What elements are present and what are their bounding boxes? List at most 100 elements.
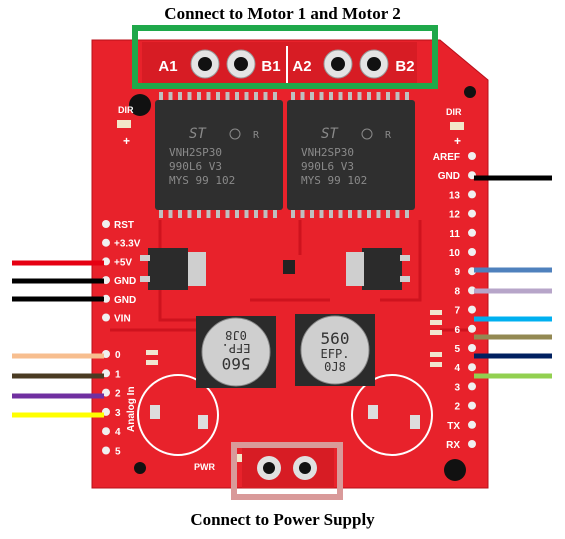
chip-text-line1: VNH2SP30 <box>169 146 222 159</box>
chip-pin <box>159 92 163 100</box>
motor-terminal-label: A1 <box>158 58 177 75</box>
right-header-label: 6 <box>454 325 460 336</box>
chip-pin <box>273 210 277 218</box>
chip-pin <box>254 92 258 100</box>
chip-pin <box>225 210 230 218</box>
analog-label: 2 <box>115 389 121 400</box>
chip-pin <box>206 92 211 100</box>
header-pin-right <box>468 382 476 391</box>
analog-label: 0 <box>115 350 121 361</box>
chip-pin <box>357 92 362 100</box>
header-pin-right <box>468 401 476 410</box>
left-header-label: VIN <box>114 314 131 325</box>
chip-pin <box>329 92 333 100</box>
dir-led-left: DIR + <box>117 105 134 148</box>
chip-pin <box>405 92 409 100</box>
chip-pin <box>376 210 381 218</box>
chip-pin <box>386 210 390 218</box>
silk-circle-left <box>137 374 219 456</box>
header-pin-right <box>468 344 476 352</box>
right-header-label: 11 <box>449 229 460 240</box>
header-pin-right <box>468 305 476 314</box>
right-header-label: 13 <box>449 190 461 201</box>
right-header-label: GND <box>438 171 460 182</box>
analog-label: 5 <box>115 447 121 458</box>
chip-pin <box>187 210 192 218</box>
pad <box>368 405 378 419</box>
chip-mark: R <box>385 130 392 141</box>
chip-pin <box>338 210 343 218</box>
mount-hole <box>134 462 146 474</box>
analog-label: 3 <box>115 408 121 419</box>
right-header-label: RX <box>446 440 460 451</box>
capacitor-can <box>300 315 370 385</box>
left-header-label: RST <box>114 220 134 231</box>
chip-pin <box>235 210 239 218</box>
chip-pin <box>300 210 305 218</box>
chip-pin <box>386 92 390 100</box>
motor-terminal-label: B2 <box>395 58 414 75</box>
mount-hole <box>129 94 151 116</box>
right-header-label: TX <box>447 421 460 432</box>
right-header-label: 12 <box>449 210 461 221</box>
chip-pin <box>206 210 211 218</box>
header-pin-right <box>468 324 476 333</box>
chip-mark: R <box>253 130 260 141</box>
motor-terminal-center <box>198 57 212 71</box>
power-terminals <box>242 448 334 488</box>
header-pin-left <box>102 313 110 322</box>
chip-pin <box>319 210 324 218</box>
chip-pin <box>168 210 173 218</box>
chip-pin <box>395 92 400 100</box>
bottom-caption: Connect to Power Supply <box>190 510 375 529</box>
left-header-label: +3.3V <box>114 239 141 250</box>
motor-driver-chip <box>287 100 415 210</box>
chip-pin <box>168 92 173 100</box>
motor-terminal-label: B1 <box>261 58 280 75</box>
motor-terminal-center <box>367 57 381 71</box>
chip-text-line1: VNH2SP30 <box>301 146 354 159</box>
right-header-label: 10 <box>449 248 461 259</box>
chip-pin <box>225 92 230 100</box>
analog-label: 1 <box>115 369 121 380</box>
chip-pin <box>187 92 192 100</box>
right-header-label: 9 <box>454 267 460 278</box>
chip-pin <box>405 210 409 218</box>
chip-pin <box>178 92 182 100</box>
capacitor-value: 560 <box>222 354 251 373</box>
chip-pin <box>367 92 371 100</box>
motor-driver-chip <box>155 100 283 210</box>
chip-text-line3: MYS 99 102 <box>301 174 367 187</box>
chip-pin <box>338 92 343 100</box>
chip-pin <box>197 210 201 218</box>
pwr-label: PWR <box>194 462 215 472</box>
header-pin-left <box>102 238 110 247</box>
chip-pin <box>291 92 295 100</box>
header-pin-right <box>468 248 476 256</box>
right-header-label: 2 <box>454 402 460 413</box>
right-header-label: 5 <box>454 344 460 355</box>
right-header-label: 4 <box>454 363 460 374</box>
right-header-label: 7 <box>454 306 460 317</box>
dir-label-right: DIR <box>446 107 462 117</box>
header-pin-right <box>468 209 476 218</box>
chip-text-line2: 990L6 V3 <box>301 160 354 173</box>
chip-pin <box>244 92 249 100</box>
chip-pin <box>348 92 352 100</box>
chip-pin <box>216 210 220 218</box>
chip-text-line3: MYS 99 102 <box>169 174 235 187</box>
chip-pin <box>310 92 314 100</box>
chip-text-line2: 990L6 V3 <box>169 160 222 173</box>
chip-pin <box>367 210 371 218</box>
chip-pin <box>395 210 400 218</box>
header-pin-right <box>468 363 476 372</box>
chip-mark-circle <box>361 128 373 140</box>
capacitor-type: EFP. <box>321 347 350 361</box>
regulator-right <box>346 248 410 290</box>
chip-pin <box>310 210 314 218</box>
chip-pin <box>291 210 295 218</box>
chip-brand: ST <box>321 126 339 142</box>
chip-pin <box>348 210 352 218</box>
